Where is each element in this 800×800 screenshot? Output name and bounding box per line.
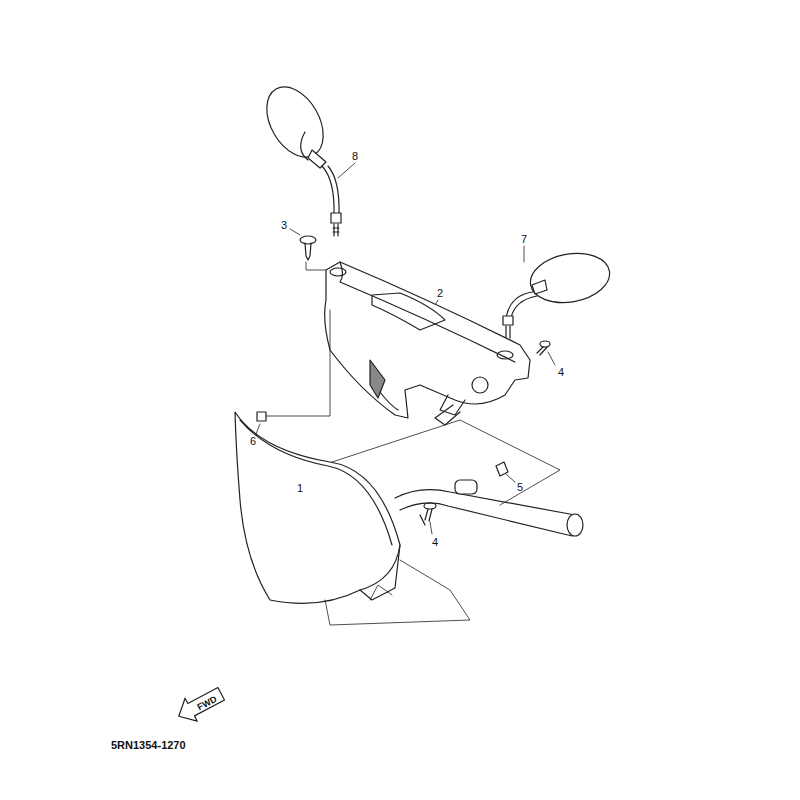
callout-number: 7 (521, 234, 527, 245)
callout-number: 5 (517, 482, 523, 493)
callout-number: 2 (437, 288, 443, 299)
headlight-cover (235, 412, 470, 625)
callout-number: 4 (558, 367, 564, 378)
callout-number: 4 (432, 537, 438, 548)
callout-number: 8 (352, 151, 358, 162)
forward-arrow (173, 682, 228, 727)
diagram-code: 5RN1354-1270 (111, 740, 186, 751)
handlebar-tube (395, 480, 583, 536)
screw-4 (537, 341, 550, 355)
mirror-right (503, 247, 614, 338)
screw-4 (424, 503, 436, 521)
callout-number: 1 (297, 483, 303, 494)
mirror-left (255, 77, 341, 236)
callout-number: 6 (250, 436, 256, 447)
screw-3 (300, 236, 316, 260)
callout-number: 3 (281, 220, 287, 231)
handlebar-cover (325, 262, 530, 425)
